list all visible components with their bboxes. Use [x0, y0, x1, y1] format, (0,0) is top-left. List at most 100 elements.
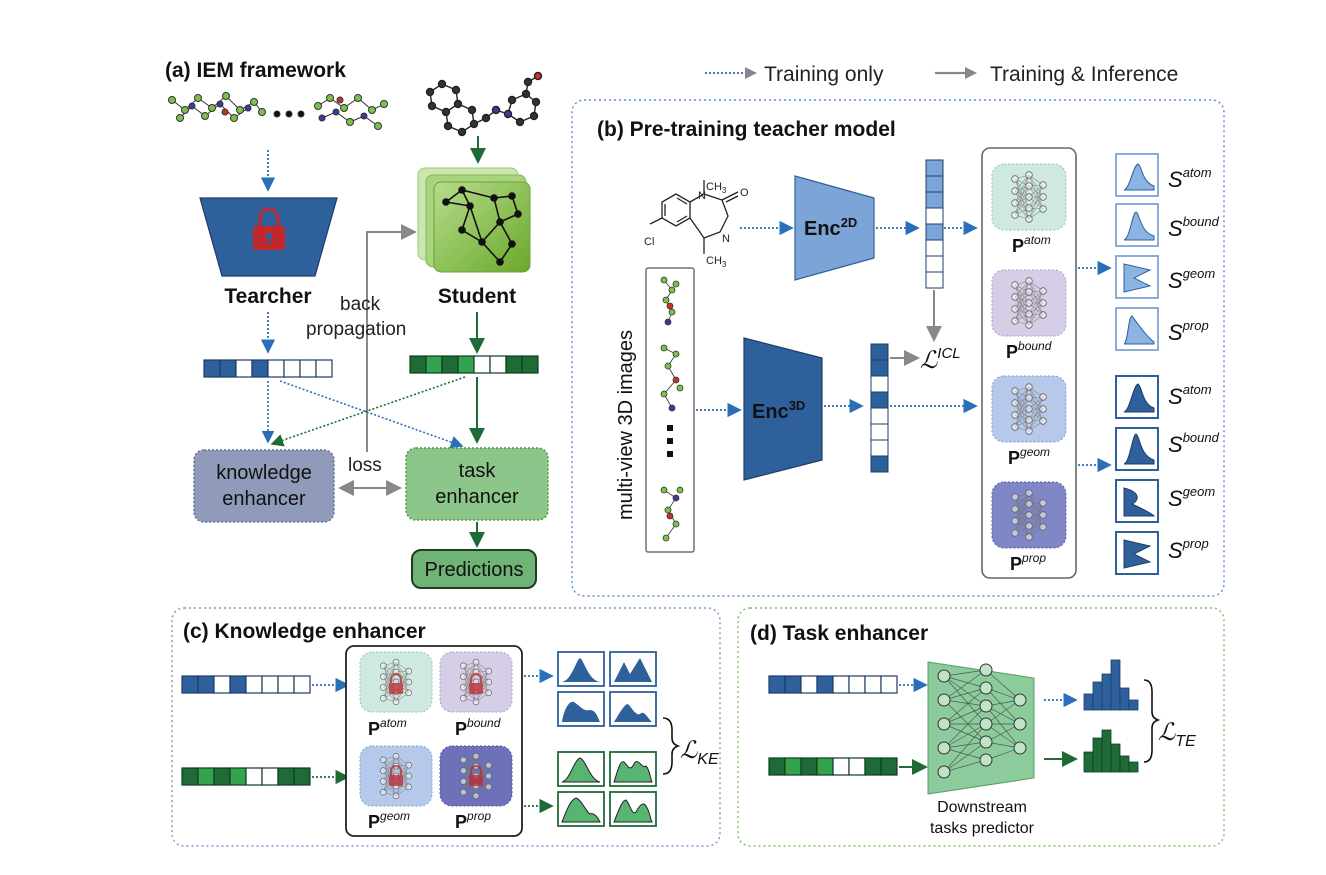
s-atom-label-3d: Satom — [1168, 382, 1212, 409]
student-embedding-vector — [409, 355, 539, 374]
mol-view-2-icon — [660, 344, 684, 412]
legend-training-inference: Training & Inference — [990, 63, 1178, 86]
encoder-3d: Enc3D — [743, 337, 823, 481]
teacher-model: Tearcher — [199, 197, 338, 308]
teacher-distributions-c — [557, 651, 657, 727]
proj-atom-c: Patom — [359, 651, 433, 739]
arrow-teacher-to-te — [279, 380, 464, 449]
s-geom-label-2d: Sgeom — [1168, 266, 1215, 293]
atom-o-label: O — [740, 187, 749, 199]
panel-d: (d) Task enhancer Downstream — [737, 607, 1225, 847]
proj-prop-c: Pprop — [439, 745, 513, 832]
embedding-2d-vector — [925, 159, 944, 289]
proj-geom-label: Pgeom — [1008, 445, 1050, 468]
te-loss-label: ℒTE — [1158, 719, 1196, 750]
panel-b-title: (b) Pre-training teacher model — [597, 118, 896, 141]
encoder-2d: Enc2D — [794, 175, 875, 281]
s-geom-label-3d: Sgeom — [1168, 484, 1215, 511]
panel-d-title: (d) Task enhancer — [750, 622, 928, 645]
panel-c-title: (c) Knowledge enhancer — [183, 620, 426, 643]
proj-atom-c-label: Patom — [368, 716, 407, 739]
s-prop-label-3d: Sprop — [1168, 536, 1209, 563]
task-enhancer-box: task enhancer — [405, 447, 549, 521]
predictor-label-2: tasks predictor — [930, 820, 1035, 837]
proj-geom: Pgeom — [991, 375, 1067, 468]
backprop-label-2: propagation — [306, 319, 406, 340]
knowledge-enhancer-box: knowledge enhancer — [193, 449, 335, 523]
proj-atom-label: Patom — [1012, 233, 1051, 256]
task-enhancer-label-2: enhancer — [435, 486, 519, 508]
predictor-label-1: Downstream — [937, 799, 1027, 816]
mol-view-3-icon — [660, 486, 684, 542]
knowledge-enhancer-label-1: knowledge — [216, 462, 312, 484]
student-distributions-c — [557, 751, 657, 827]
s-distributions-2d: Satom Sbound Sgeom Sprop — [1115, 153, 1220, 351]
legend-solid-arrowhead — [965, 67, 977, 79]
atom-n1-label: N — [698, 190, 706, 202]
molecule-2d-structure: N O N Cl CH3 CH3 — [644, 180, 749, 269]
task-enhancer-label-1: task — [459, 460, 497, 482]
frozen-projector-heads: Patom Pbound Pgeom Pprop — [345, 645, 523, 837]
backprop-arrow — [366, 224, 417, 452]
atom-ch3b-label: CH3 — [706, 255, 727, 269]
atom-n2-label: N — [722, 233, 730, 245]
proj-prop-label: Pprop — [1010, 551, 1046, 574]
projector-heads: Patom Pbound Pgeom Pprop — [981, 147, 1077, 579]
legend: Training only Training & Inference — [705, 63, 1178, 86]
multi-view-molecules-icon — [168, 92, 388, 130]
multiview-label: multi-view 3D images — [615, 330, 637, 520]
atom-ch3a-label: CH3 — [706, 181, 727, 195]
teacher-embedding-vector-d — [768, 675, 898, 694]
downstream-predictor: Downstream tasks predictor — [927, 661, 1035, 837]
s-atom-label-2d: Satom — [1168, 165, 1212, 192]
knowledge-enhancer-label-2: enhancer — [222, 488, 306, 510]
s-distributions-3d: Satom Sbound Sgeom Sprop — [1115, 375, 1220, 575]
teacher-embedding-vector-c — [181, 675, 311, 694]
atom-cl-label: Cl — [644, 236, 654, 248]
proj-prop: Pprop — [991, 481, 1067, 574]
legend-dotted-arrowhead — [745, 67, 757, 79]
student-embedding-vector-d — [768, 757, 898, 776]
ke-brace — [662, 717, 681, 775]
backprop-label-1: back — [340, 294, 381, 315]
graph-icon — [442, 186, 522, 266]
icl-loss-label: ℒICL — [920, 345, 961, 374]
embedding-3d-vector — [870, 343, 889, 473]
lock-icon — [253, 207, 285, 250]
loss-label: loss — [348, 455, 382, 476]
panel-b: (b) Pre-training teacher model N O N Cl … — [571, 99, 1225, 597]
panel-a-title: (a) IEM framework — [165, 59, 346, 82]
te-brace — [1143, 679, 1161, 763]
student-prediction-histogram — [1083, 729, 1139, 773]
panel-c-border — [171, 607, 721, 847]
proj-geom-c-label: Pgeom — [368, 809, 410, 832]
proj-prop-c-label: Pprop — [455, 809, 491, 832]
panel-b-border — [571, 99, 1225, 597]
panel-c: (c) Knowledge enhancer Patom — [171, 607, 721, 847]
student-model: Student — [417, 167, 531, 308]
legend-training-only: Training only — [764, 63, 884, 86]
proj-bound-c: Pbound — [439, 651, 513, 739]
panel-d-border — [737, 607, 1225, 847]
panel-a: (a) IEM framework — [165, 59, 549, 589]
predictions-box: Predictions — [411, 549, 537, 589]
s-bound-label-2d: Sbound — [1168, 214, 1220, 241]
molecule-graph-icon — [425, 71, 543, 137]
teacher-embedding-vector — [203, 359, 333, 378]
ke-loss-label: ℒKE — [680, 737, 719, 768]
proj-bound-c-label: Pbound — [455, 716, 501, 739]
s-bound-label-3d: Sbound — [1168, 430, 1220, 457]
arrow-student-to-ke — [270, 376, 466, 447]
enc2d-label: Enc2D — [804, 215, 857, 240]
proj-bound-label: Pbound — [1006, 339, 1052, 362]
teacher-prediction-histogram — [1083, 659, 1139, 711]
proj-bound: Pbound — [991, 269, 1067, 362]
proj-geom-c: Pgeom — [359, 745, 433, 832]
mol-view-1-icon — [660, 276, 680, 326]
ellipsis-dots — [667, 425, 673, 457]
proj-atom: Patom — [991, 163, 1067, 256]
student-embedding-vector-c — [181, 767, 311, 786]
s-prop-label-2d: Sprop — [1168, 318, 1209, 345]
